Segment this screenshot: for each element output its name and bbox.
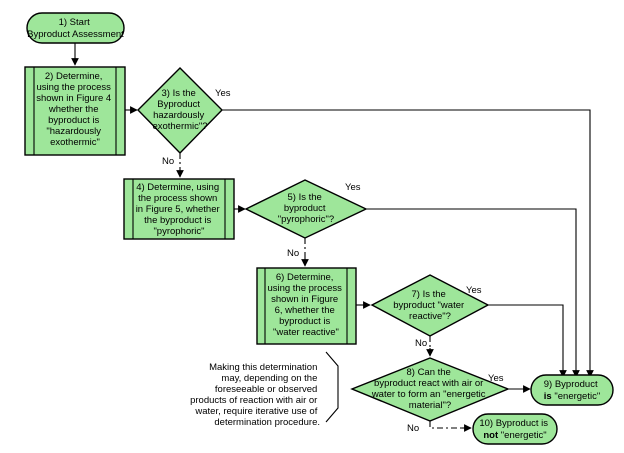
node-1-start: 1) Start Byproduct Assessment — [26, 12, 125, 44]
node-3-text: 3) Is the Byproduct hazardously exotherm… — [152, 88, 207, 132]
node-2-process: 2) Determine, using the process shown in… — [24, 66, 126, 156]
node-6-text: 6) Determine, using the process shown in… — [267, 272, 344, 338]
node-7-text: 7) Is the byproduct "water reactive"? — [393, 289, 467, 322]
node-10-text: 10) Byproduct is not "energetic" — [479, 418, 550, 441]
node-8-decision: 8) Can the byproduct react with air or w… — [350, 357, 510, 422]
node-5-decision: 5) Is the byproduct "pyrophoric"? — [244, 179, 368, 239]
label-no-8: No — [407, 423, 419, 434]
arrow-5-yes-to-9 — [366, 208, 580, 378]
node-3-decision: 3) Is the Byproduct hazardously exotherm… — [137, 67, 223, 155]
node-4-process: 4) Determine, using the process shown in… — [123, 178, 235, 240]
node-9-text: 9) Byproduct is "energetic" — [544, 379, 601, 402]
node-6-process: 6) Determine, using the process shown in… — [256, 267, 357, 345]
note-bracket — [325, 351, 339, 423]
label-yes-3: Yes — [215, 88, 231, 99]
node-9-terminal: 9) Byproduct is "energetic" — [530, 374, 614, 406]
node-7-decision: 7) Is the byproduct "water reactive"? — [370, 274, 490, 337]
arrow-3-yes-to-9 — [222, 109, 594, 378]
node-1-text: 1) Start Byproduct Assessment — [27, 17, 124, 40]
arrow-7-yes-to-9 — [488, 304, 567, 378]
connectors — [71, 43, 594, 432]
node-5-text: 5) Is the byproduct "pyrophoric"? — [278, 192, 334, 225]
label-yes-8: Yes — [488, 373, 504, 384]
label-no-3: No — [162, 156, 174, 167]
node-2-text: 2) Determine, using the process shown in… — [36, 71, 114, 148]
edge-labels: Yes No Yes No Yes No Yes No — [162, 88, 504, 434]
node-4-text: 4) Determine, using the process shown in… — [136, 182, 223, 237]
determination-note: Making this determination may, depending… — [190, 362, 320, 428]
label-no-7: No — [415, 338, 427, 349]
label-yes-5: Yes — [345, 182, 361, 193]
label-no-5: No — [287, 248, 299, 259]
node-8-text: 8) Can the byproduct react with air or w… — [371, 367, 488, 411]
node-10-terminal: 10) Byproduct is not "energetic" — [472, 413, 558, 445]
label-yes-7: Yes — [466, 285, 482, 296]
arrow-8-no — [429, 421, 462, 429]
